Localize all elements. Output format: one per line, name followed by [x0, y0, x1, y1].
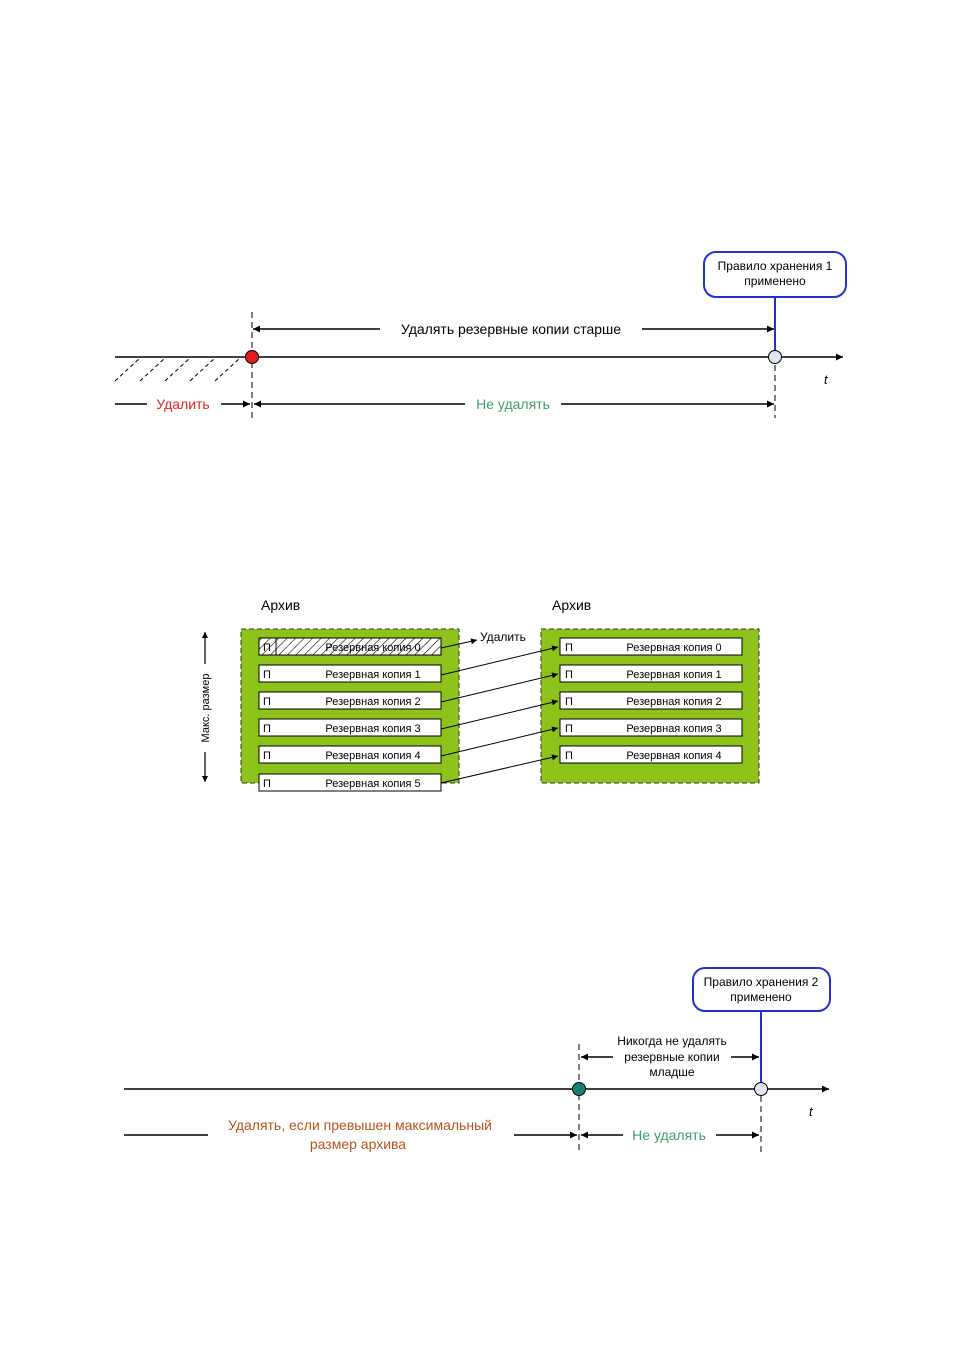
- backup-item-right-1: П Резервная копия 1: [559, 664, 743, 683]
- never-delete-line2: резервные копии: [624, 1050, 719, 1064]
- backup-item-label: Резервная копия 3: [325, 723, 420, 735]
- backup-item-p: П: [263, 669, 271, 681]
- backup-item-p: П: [565, 750, 573, 762]
- delete-if-line2: размер архива: [310, 1136, 406, 1152]
- shift-arrows: [440, 645, 559, 784]
- callout-rule-1-line1: Правило хранения 1: [718, 259, 833, 273]
- now-point-2: [754, 1082, 768, 1096]
- callout-rule-1-line2: применено: [744, 274, 806, 288]
- archive-right-title: Архив: [552, 597, 591, 613]
- archive-left-items: П Резервная копия 0 П Резервная копия 1 …: [258, 637, 442, 792]
- backup-item-label: Резервная копия 0: [626, 642, 721, 654]
- diagram-archive-rotation: Архив Архив Макс. размер П Резервная коп…: [200, 597, 760, 792]
- backup-item-left-5: П Резервная копия 5: [258, 773, 442, 792]
- diagram-retention-rule-2: Правило хранения 2 применено Никогда не …: [124, 967, 831, 1152]
- backup-item-p: П: [565, 723, 573, 735]
- backup-item-label: Резервная копия 1: [626, 669, 721, 681]
- backup-item-p: П: [263, 778, 271, 790]
- max-size-label: Макс. размер: [200, 674, 212, 743]
- shift-arrow-1: [440, 645, 559, 676]
- time-axis-label: t: [824, 372, 829, 387]
- backup-item-p: П: [263, 696, 271, 708]
- archive-left-title: Архив: [261, 597, 300, 613]
- backup-item-right-3: П Резервная копия 3: [559, 718, 743, 737]
- backup-item-left-1: П Резервная копия 1: [258, 664, 442, 683]
- shift-arrow-3: [440, 699, 559, 730]
- time-axis-label-2: t: [809, 1104, 814, 1119]
- backup-item-p: П: [263, 750, 271, 762]
- callout-rule-2-line2: применено: [730, 990, 792, 1004]
- cutoff-point-2: [572, 1082, 586, 1096]
- backup-item-left-0: П Резервная копия 0: [258, 637, 442, 656]
- expired-hatch: [114, 357, 241, 382]
- backup-item-right-4: П Резервная копия 4: [559, 745, 743, 764]
- callout-rule-2-line1: Правило хранения 2: [704, 975, 819, 989]
- delete-label: Удалить: [156, 396, 209, 412]
- backup-item-right-2: П Резервная копия 2: [559, 691, 743, 710]
- backup-item-label: Резервная копия 5: [325, 778, 420, 790]
- now-point: [768, 350, 782, 364]
- backup-item-p: П: [263, 723, 271, 735]
- backup-item-label: Резервная копия 2: [325, 696, 420, 708]
- backup-item-p: П: [565, 642, 573, 654]
- never-delete-line3: младше: [649, 1065, 695, 1079]
- backup-item-p: П: [565, 669, 573, 681]
- archive-right-items: П Резервная копия 0 П Резервная копия 1 …: [559, 637, 743, 764]
- backup-item-left-4: П Резервная копия 4: [258, 745, 442, 764]
- backup-item-right-0: П Резервная копия 0: [559, 637, 743, 656]
- backup-item-label: Резервная копия 4: [626, 750, 721, 762]
- backup-item-label: Резервная копия 0: [325, 642, 420, 654]
- backup-item-label: Резервная копия 2: [626, 696, 721, 708]
- diagram-retention-rule-1: Правило хранения 1 применено Удалять рез…: [114, 251, 847, 420]
- shift-arrow-4: [440, 726, 559, 757]
- backup-item-label: Резервная копия 3: [626, 723, 721, 735]
- delete-if-line1: Удалять, если превышен максимальный: [228, 1117, 492, 1133]
- backup-item-left-3: П Резервная копия 3: [258, 718, 442, 737]
- archive-delete-label: Удалить: [480, 630, 526, 644]
- backup-item-label: Резервная копия 1: [325, 669, 420, 681]
- keep-label: Не удалять: [476, 396, 550, 412]
- shift-arrow-2: [440, 672, 559, 703]
- delete-arrow: [440, 638, 478, 649]
- backup-item-p: П: [263, 642, 271, 654]
- backup-item-p: П: [565, 696, 573, 708]
- backup-item-label: Резервная копия 4: [325, 750, 420, 762]
- span-label: Удалять резервные копии старше: [401, 321, 621, 337]
- cutoff-point: [245, 350, 259, 364]
- shift-arrow-5: [440, 754, 559, 784]
- backup-item-left-2: П Резервная копия 2: [258, 691, 442, 710]
- keep-label-2: Не удалять: [632, 1127, 706, 1143]
- never-delete-line1: Никогда не удалять: [617, 1034, 726, 1048]
